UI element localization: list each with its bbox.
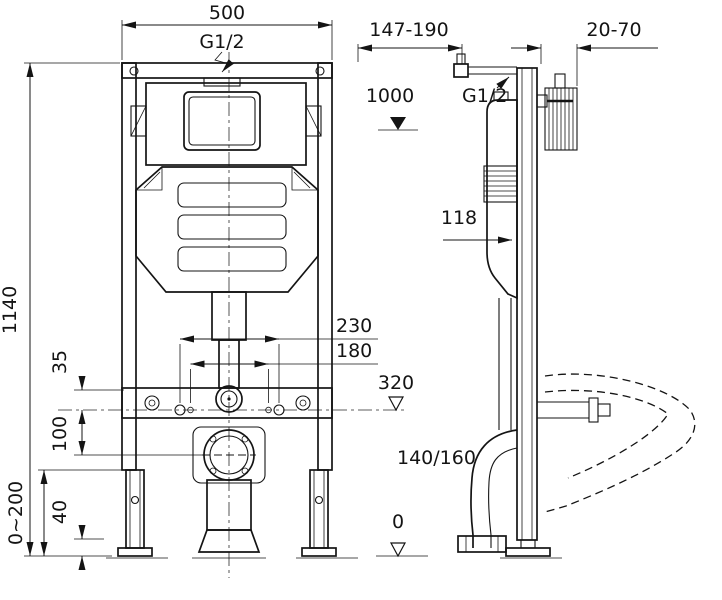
dim-front-depth-label: 147-190 — [369, 19, 448, 41]
side-tab-right — [305, 105, 322, 137]
inlet-thread-label-front: G1/2 — [199, 31, 244, 53]
water-inlet-port — [215, 385, 243, 413]
dim-height-label: 1140 — [0, 286, 21, 334]
side-view — [453, 53, 696, 559]
shoulder-left — [134, 166, 163, 191]
side-cistern — [483, 91, 518, 430]
front-view — [58, 52, 404, 578]
dim-width-label: 500 — [209, 2, 245, 24]
flush-valve-block — [483, 165, 518, 203]
shoulder-right — [291, 166, 320, 191]
dim-bolt-outer-label: 230 — [336, 315, 372, 337]
leg-hole-right — [314, 495, 324, 505]
rail-hole-left — [144, 395, 160, 411]
level-floor-label: 0 — [392, 511, 404, 533]
dim-leg-adjust-label: 0~200 — [5, 481, 27, 545]
drain-bell — [197, 479, 261, 553]
fixing-bolt-outer-right — [273, 404, 285, 416]
side-tab-left — [130, 105, 147, 137]
level-cistern-label: 1000 — [366, 85, 414, 107]
fixing-bolt-inner-right — [265, 406, 272, 414]
protection-shield — [134, 166, 320, 293]
leg-right — [301, 469, 337, 557]
wall-bracket — [536, 73, 578, 151]
leg-left — [117, 469, 153, 557]
lower-rail — [121, 387, 333, 419]
dim-cistern-depth-label: 118 — [441, 207, 477, 229]
shield-slot-2 — [177, 214, 287, 240]
leg-hole-left — [130, 495, 140, 505]
side-dimensions: 147-190 20-70 G1/2 118 140/160 0 — [357, 19, 658, 558]
side-leg-insert — [520, 539, 536, 549]
dim-foot-label: 40 — [49, 500, 71, 524]
drain-elbow — [457, 429, 518, 553]
foot-plate-right — [301, 547, 337, 557]
wall-bracket-pin — [554, 73, 566, 89]
toilet-bowl-outline — [544, 373, 696, 513]
frame-screw-hole-right — [315, 66, 325, 76]
side-inlet-valve — [453, 53, 517, 78]
side-foot-plate — [505, 547, 551, 557]
shield-slot-1 — [177, 182, 287, 208]
fixing-bolt-outer-left — [174, 404, 186, 416]
frame-screw-hole-left — [129, 66, 139, 76]
drain-socket — [457, 535, 507, 553]
flush-plate-unit — [130, 82, 322, 166]
dim-outlet-offset-label: 100 — [49, 416, 71, 452]
fixing-bolt-inner-left — [187, 406, 194, 414]
dim-bolt-inner-label: 180 — [336, 340, 372, 362]
bowl-connection-stub — [537, 397, 611, 423]
shield-slot-3 — [177, 246, 287, 272]
filler-cap — [493, 91, 509, 101]
dim-drain-pipe-label: 140/160 — [397, 447, 476, 469]
dim-inlet-offset-label: 35 — [49, 350, 71, 374]
inlet-thread-label-side: G1/2 — [462, 85, 507, 107]
front-dimensions: 500 G1/2 1140 0~200 35 100 40 230 — [0, 2, 418, 570]
level-marker-1000 — [390, 117, 406, 130]
dim-wall-gap-label: 20-70 — [586, 19, 641, 41]
water-inlet-symbol — [214, 51, 234, 73]
rail-hole-right — [295, 395, 311, 411]
level-marker-320 — [387, 396, 405, 412]
top-inlet-fitting — [203, 77, 241, 87]
foot-plate-left — [117, 547, 153, 557]
level-rail-label: 320 — [378, 372, 414, 394]
level-marker-0 — [389, 542, 407, 558]
side-rail — [505, 67, 551, 557]
